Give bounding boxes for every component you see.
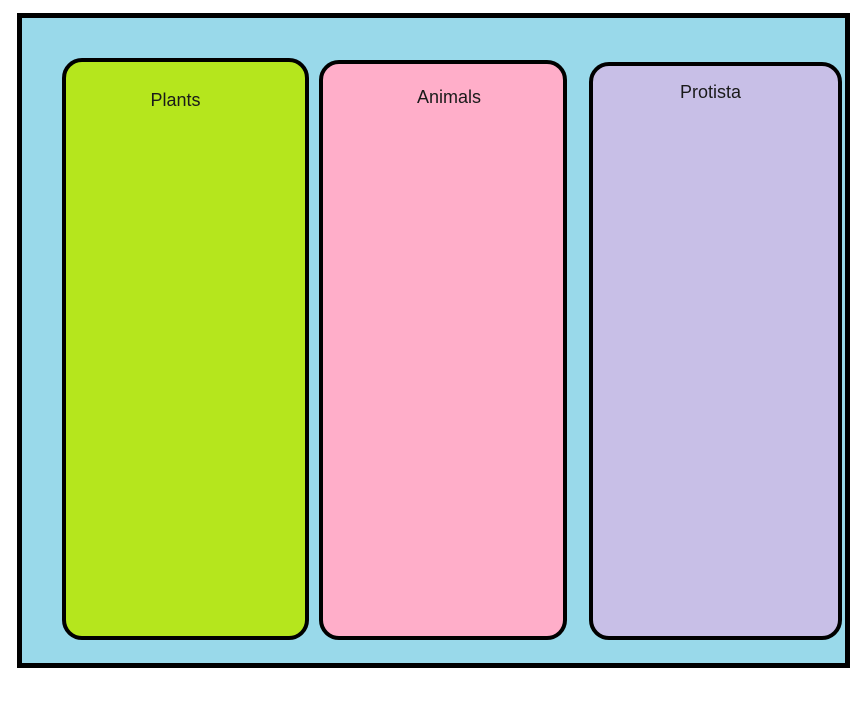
category-box-plants[interactable]: Plants (62, 58, 309, 640)
category-label-plants: Plants (150, 90, 201, 110)
classification-frame: Plants Animals Protista (17, 13, 850, 668)
category-label-protista: Protista (679, 82, 742, 102)
category-box-protista[interactable]: Protista (589, 62, 842, 640)
category-box-animals[interactable]: Animals (319, 60, 567, 640)
category-label-animals: Animals (416, 87, 482, 107)
